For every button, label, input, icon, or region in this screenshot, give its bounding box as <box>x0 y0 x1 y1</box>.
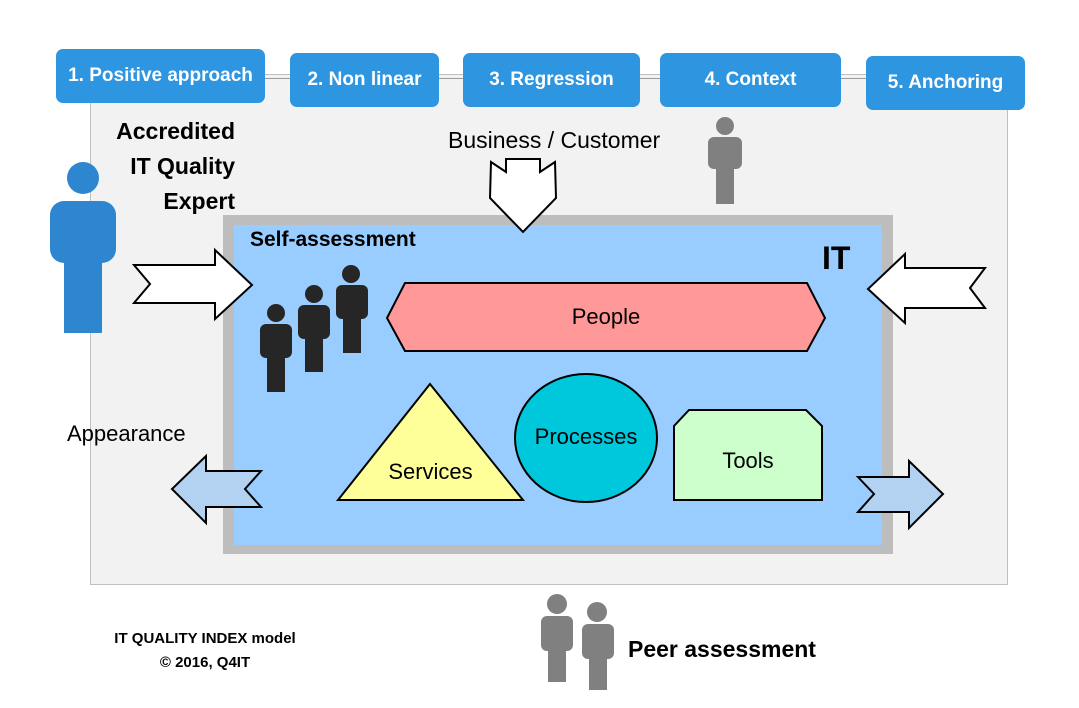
services-label: Services <box>388 459 473 484</box>
processes-shape <box>514 373 658 503</box>
it-label: IT <box>822 240 851 276</box>
footer: IT QUALITY INDEX model © 2016, Q4IT <box>90 627 320 675</box>
principle-non-linear: 2. Non linear <box>290 53 439 107</box>
expert-label-line-2: IT Quality <box>130 153 235 179</box>
expert-label-line-3: Expert <box>163 188 235 214</box>
expert-label-line-1: Accredited <box>116 118 235 144</box>
principle-anchoring: 5. Anchoring <box>866 56 1025 110</box>
footer-model-name: IT QUALITY INDEX model <box>114 630 296 647</box>
business-input-arrow-icon <box>488 158 558 234</box>
appearance-label: Appearance <box>67 421 186 446</box>
principle-positive-approach: 1. Positive approach <box>56 49 265 103</box>
right-output-arrow-icon <box>855 458 945 531</box>
customer-person-icon <box>708 117 742 204</box>
expert-input-arrow-icon <box>131 247 254 322</box>
business-customer-label: Business / Customer <box>448 127 661 153</box>
expert-person-icon <box>50 162 116 333</box>
peer-assessment-label: Peer assessment <box>628 636 816 662</box>
tools-shape <box>673 409 823 501</box>
right-input-arrow-icon <box>866 251 987 326</box>
principle-context: 4. Context <box>660 53 841 107</box>
processes-label: Processes <box>534 424 638 449</box>
tools-label: Tools <box>722 448 774 473</box>
self-assessment-label: Self-assessment <box>250 228 416 251</box>
principle-regression: 3. Regression <box>463 53 640 107</box>
services-shape <box>335 382 526 501</box>
appearance-output-arrow-icon <box>170 453 264 526</box>
people-label: People <box>571 304 641 329</box>
team-people-icon <box>260 265 368 392</box>
footer-copyright: © 2016, Q4IT <box>159 654 251 671</box>
people-shape <box>385 282 827 352</box>
expert-label: Accredited IT Quality Expert <box>95 114 235 219</box>
peer-people-icon <box>541 594 614 690</box>
